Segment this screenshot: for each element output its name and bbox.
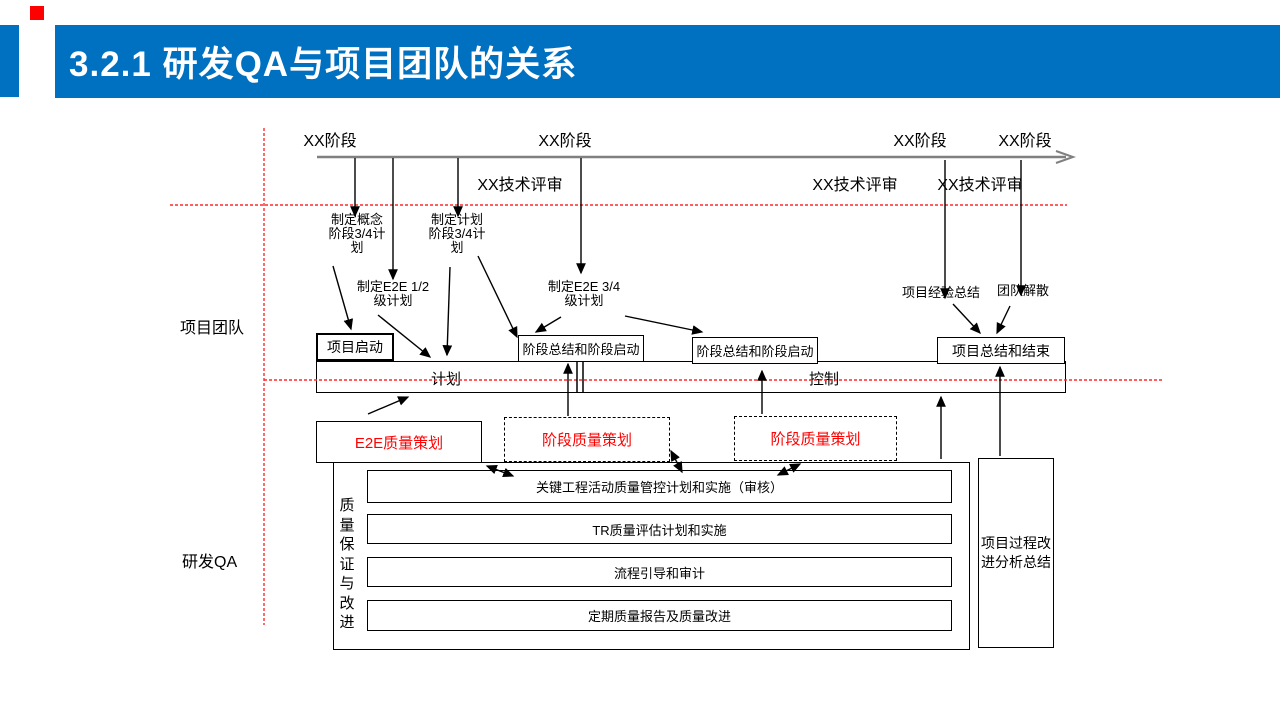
box-e2e-quality-plan: E2E质量策划	[316, 421, 482, 463]
plan-control-bar	[316, 361, 1066, 393]
annotation-e2e-34: 制定E2E 3/4 级计划	[547, 279, 621, 308]
phase-label-3: XX阶段	[893, 133, 947, 150]
lane-label-qa: 研发QA	[182, 554, 238, 571]
bar-label-plan: 计划	[430, 371, 461, 388]
left-blue-bar	[0, 25, 19, 97]
qa-activity-row-1: 关键工程活动质量管控计划和实施（审核）	[367, 470, 952, 503]
red-accent-square	[30, 6, 44, 20]
phase-label-2: XX阶段	[538, 133, 592, 150]
annotation-exp-summary: 项目经验总结	[901, 285, 980, 300]
box-stage-summary-1: 阶段总结和阶段启动	[518, 335, 644, 362]
header-bar: 3.2.1 研发QA与项目团队的关系	[55, 25, 1280, 98]
bar-label-control: 控制	[808, 371, 839, 388]
annotation-phase-plan: 制定计划 阶段3/4计 划	[428, 212, 486, 255]
annotation-team-disband: 团队解散	[996, 283, 1049, 298]
box-project-end: 项目总结和结束	[937, 337, 1065, 364]
page-title: 3.2.1 研发QA与项目团队的关系	[69, 45, 578, 84]
phase-label-1: XX阶段	[303, 133, 357, 150]
qa-activity-row-2: TR质量评估计划和实施	[367, 514, 952, 544]
qa-group-label: 质量保证与改进	[339, 497, 355, 631]
annotation-e2e-12: 制定E2E 1/2 级计划	[356, 279, 430, 308]
annotation-concept-plan: 制定概念 阶段3/4计 划	[328, 212, 386, 255]
review-label-1: XX技术评审	[477, 177, 563, 194]
qa-activity-row-4: 定期质量报告及质量改进	[367, 600, 952, 631]
phase-label-4: XX阶段	[998, 133, 1052, 150]
review-label-2: XX技术评审	[812, 177, 898, 194]
box-process-improve: 项目过程改进分析总结	[978, 458, 1054, 648]
box-stage-summary-2: 阶段总结和阶段启动	[692, 337, 818, 364]
box-stage-quality-plan-1: 阶段质量策划	[504, 417, 670, 462]
box-stage-quality-plan-2: 阶段质量策划	[734, 416, 897, 461]
timeline-arrowhead	[1055, 150, 1077, 164]
qa-activity-row-3: 流程引导和审计	[367, 557, 952, 587]
review-label-3: XX技术评审	[937, 177, 1023, 194]
lane-label-team: 项目团队	[180, 320, 245, 337]
box-project-start: 项目启动	[316, 333, 394, 361]
